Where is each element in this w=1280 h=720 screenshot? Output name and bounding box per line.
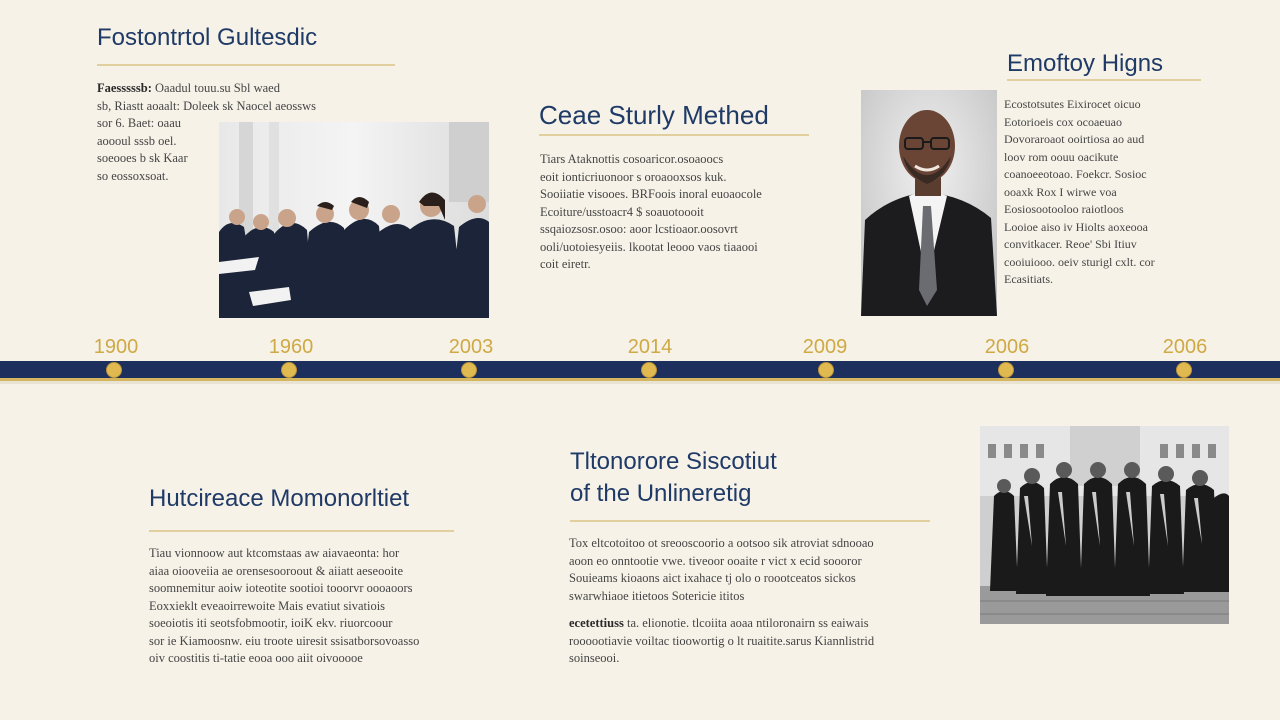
case-study-line: Sooiiatie visooes. BRFoois inoral euoaoc… [540,187,762,201]
top-left-paragraph: Faesssssb: Oaadul touu.su Sbl waed sb, R… [97,80,397,185]
timeline-marker [998,362,1014,378]
emeritus-line: Ecasitiats. [1004,272,1053,286]
emeritus-line: Looioe aiso iv Hiolts aoxeooa [1004,219,1148,234]
university-line: aoon eo onntootie vwe. tiveoor ooaite r … [569,553,862,568]
timeline-year: 2006 [1162,336,1208,358]
emeritus-line: cooiuiooo. oeiv sturigl cxlt. cor [1004,254,1155,269]
university-paragraph: Tox eltcotoitoo ot sreooscoorio a ootsoo… [569,535,929,668]
case-study-line: ssqaiozsosr.osoo: aoor lcstioaor.oosovrt [540,222,738,236]
emeritus-line: convitkacer. Reoe' Sbi Itiuv [1004,237,1137,251]
timeline-year: 1960 [268,336,314,358]
top-left-line: sor 6. Baet: oaau [97,116,182,130]
group-photo [980,426,1229,624]
top-left-line: aoooul sssb oel. [97,133,177,148]
university-title-line: of the Unlineretig [570,480,752,507]
top-left-line: soeooes b sk Kaar [97,151,188,165]
monument-line: sor ie Kiamoosnw. eiu troote uiresit ssi… [149,633,420,648]
case-study-line: Tiars Ataknottis cosoaricor.osoaoocs [540,152,724,166]
timeline-bar [0,361,1280,385]
monument-title: Hutcireace Momonorltiet [149,485,410,512]
emeritus-line: Ecostotsutes Eixirocet oicuo [1004,97,1141,111]
monument-line: Eoxxieklt eveaoirrewoite Mais evatiut si… [149,598,386,613]
university-title: Tltonorore Siscotiut of the Unlineretig [570,446,777,510]
top-left-line: sb, Riastt aoaalt: Doleek sk Naocel aeos… [97,98,317,113]
emeritus-line: loov rom oouu oacikute [1004,149,1119,164]
top-left-title-rule [97,64,395,66]
case-study-line: eoit ionticriuonoor s oroaooxsos kuk. [540,169,727,184]
top-left-line: so eossoxsoat. [97,168,169,183]
monument-line: oiv coostitis ti-tatie eooa ooo aiit oiv… [149,651,363,665]
emeritus-line: ooaxk Rox I wirwe voa [1004,184,1117,199]
timeline-shadow-stripe [0,381,1280,384]
top-left-line: Faesssssb: Oaadul touu.su Sbl waed [97,81,280,95]
emeritus-line: Dovoraroaot ooirtiosa ao aud [1004,132,1145,146]
timeline-marker [106,362,122,378]
timeline-year: 2003 [448,336,494,358]
timeline-year: 2006 [984,336,1030,358]
case-study-paragraph: Tiars Ataknottis cosoaricor.osoaoocs eoi… [540,151,810,274]
university-line-spacer [569,605,929,615]
university-line: soinseooi. [569,651,620,665]
monument-paragraph: Tiau vionnoow aut ktcomstaas aw aiavaeon… [149,545,459,668]
case-study-line: ooli/uotoiesyeiis. lkootat leooo vaos ti… [540,239,758,254]
university-line: Tox eltcotoitoo ot sreooscoorio a ootsoo… [569,536,874,550]
case-study-line: Ecoiture/usstoacr4 $ soauotoooit [540,204,704,219]
emeritus-line: Eosiosootooloo raiotloos [1004,202,1124,216]
university-line: roooootiavie voiltac tioowortig o lt rua… [569,633,875,648]
monument-line: aiaa oiooveiia ae orensesooroout & aiiat… [149,563,404,578]
monument-line: soomnemitur aoiw ioteotite sootioi tooor… [149,581,413,595]
timeline-marker [281,362,297,378]
monument-line: Tiau vionnoow aut ktcomstaas aw aiavaeon… [149,546,400,560]
emeritus-title-rule [1007,79,1201,81]
timeline-year: 2009 [802,336,848,358]
monument-line: soeoiotis iti seotsfobmootir, ioiK ekv. … [149,616,393,630]
timeline-marker [1176,362,1192,378]
timeline-marker [461,362,477,378]
timeline-marker [818,362,834,378]
university-line: swarwhiaoe itietoos Sotericie ititos [569,588,745,603]
timeline-marker [641,362,657,378]
top-left-title: Fostontrtol Gultesdic [97,24,318,51]
emeritus-line: coanoeeotoao. Foekcr. Sosioc [1004,167,1147,181]
university-line: ecetettiuss ta. elionotie. tlcoiita aoaa… [569,616,869,630]
timeline-year: 2014 [627,336,673,358]
timeline-navy-stripe [0,361,1280,378]
graduates-photo [219,122,489,318]
university-title-rule [570,520,930,522]
emeritus-paragraph: Ecostotsutes Eixirocet oicuo Eotorioeis … [1004,96,1204,289]
university-title-line: Tltonorore Siscotiut [570,448,777,475]
case-study-line: coit eiretr. [540,257,591,271]
timeline-gold-stripe [0,378,1280,381]
emeritus-title: Emoftoy Higns [1007,50,1164,77]
university-line: Souieams kioaons aict ixahace tj olo o r… [569,571,856,585]
emeritus-line: Eotorioeis cox ocoaeuao [1004,114,1122,129]
portrait-photo [861,90,997,316]
monument-title-rule [149,530,454,532]
case-study-title-rule [539,134,809,136]
timeline-year: 1900 [93,336,139,358]
case-study-title: Ceae Sturly Methed [539,100,769,130]
